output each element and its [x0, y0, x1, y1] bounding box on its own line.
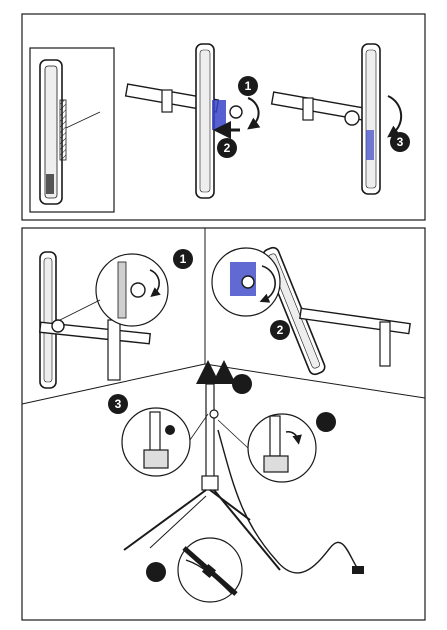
lamp-control-panel: [46, 174, 54, 194]
mount-bracket: [212, 100, 226, 130]
step-badge-blank-top: [232, 374, 252, 394]
loosen-knob-detail: [218, 412, 336, 482]
step-badge-blank-bottom: [146, 562, 166, 582]
collar-detail: [264, 456, 288, 472]
lock-knob: [165, 425, 175, 435]
step-number: 1: [180, 252, 187, 266]
power-plug-icon: [352, 566, 364, 574]
rotate-arrow-icon: [388, 96, 401, 134]
lamp-lens: [200, 50, 210, 192]
height-lock-knob: [210, 410, 218, 418]
tilt-knob: [242, 276, 254, 288]
mount-bracket: [366, 130, 374, 160]
clamp-knob: [345, 111, 359, 125]
thumb-screw: [131, 283, 145, 297]
mount-lamp-on-stand: 1: [40, 249, 193, 388]
bar-clamp: [303, 98, 313, 120]
top-panel: 1 2 3: [22, 14, 425, 220]
step-badge-2: 2: [217, 138, 237, 158]
collar-detail: [144, 450, 168, 468]
step-number: 3: [115, 397, 122, 411]
tripod-leg-left: [124, 490, 206, 550]
step-badge-blank-right: [316, 412, 336, 432]
step-badge-2: 2: [270, 320, 290, 340]
stand-pole: [380, 322, 390, 366]
step-number: 2: [277, 323, 284, 337]
step-number: 3: [397, 135, 404, 149]
bottom-panel: 1 2: [22, 228, 425, 620]
mounting-rail: [60, 100, 66, 160]
step-badge-1: 1: [173, 249, 193, 269]
step-badge-3: 3: [390, 132, 410, 152]
bar-clamp: [162, 90, 172, 112]
tripod-center-pole: [206, 384, 214, 478]
step-badge-1: 1: [238, 76, 258, 96]
zoom-leader-line: [190, 414, 208, 440]
cable-clip-detail: [146, 538, 242, 602]
callout-line: [66, 112, 100, 128]
tilt-lamp-illustration: 2: [212, 246, 410, 376]
pole-detail: [150, 412, 160, 452]
tighten-lamp-illustration: 3: [272, 44, 410, 194]
lamp-detail-inset: [30, 48, 114, 212]
tripod-hub: [202, 476, 218, 490]
stand-pole: [108, 320, 120, 380]
lamp-lens: [44, 258, 52, 382]
zoom-leader-line: [60, 300, 100, 320]
tripod-leg-back: [210, 490, 250, 520]
clamp-knob: [52, 320, 64, 332]
step-number: 2: [224, 141, 231, 155]
lamp-rail-detail: [118, 262, 126, 318]
step-badge-3: 3: [108, 394, 128, 414]
thumb-screw: [230, 106, 242, 118]
crossbar: [300, 308, 410, 333]
attach-lamp-illustration: 1 2: [126, 44, 259, 198]
tighten-knob-detail: 3: [108, 394, 208, 476]
rotate-arrow-icon: [248, 98, 259, 126]
lamp-lens: [366, 50, 376, 188]
step-number: 1: [245, 79, 252, 93]
pole-detail: [270, 416, 280, 456]
